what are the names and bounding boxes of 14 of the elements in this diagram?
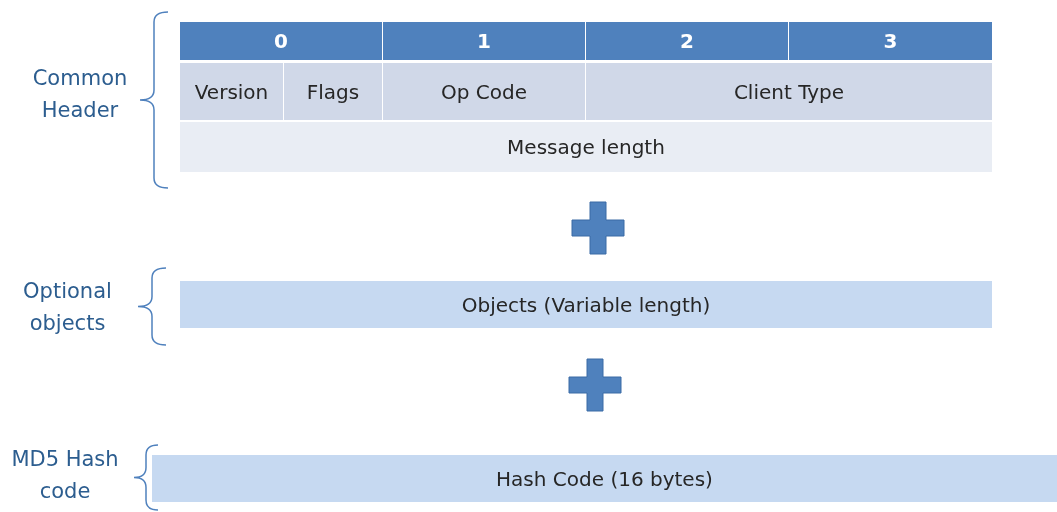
field-cell: Op Code <box>383 63 585 120</box>
header-cell: 1 <box>383 22 585 60</box>
field-cell: Version <box>180 63 283 120</box>
field-cell: Flags <box>284 63 382 120</box>
group-label: Common Header <box>31 65 129 124</box>
field-cell: Message length <box>180 122 992 172</box>
header-cell: 2 <box>586 22 788 60</box>
header-cell: 0 <box>180 22 382 60</box>
field-bar: Hash Code (16 bytes) <box>152 455 1057 502</box>
group-label: Optional objects <box>22 278 113 337</box>
header-cell: 3 <box>789 22 992 60</box>
group-label: MD5 Hash code <box>10 446 120 505</box>
field-bar: Objects (Variable length) <box>180 281 992 328</box>
field-cell: Client Type <box>586 63 992 120</box>
